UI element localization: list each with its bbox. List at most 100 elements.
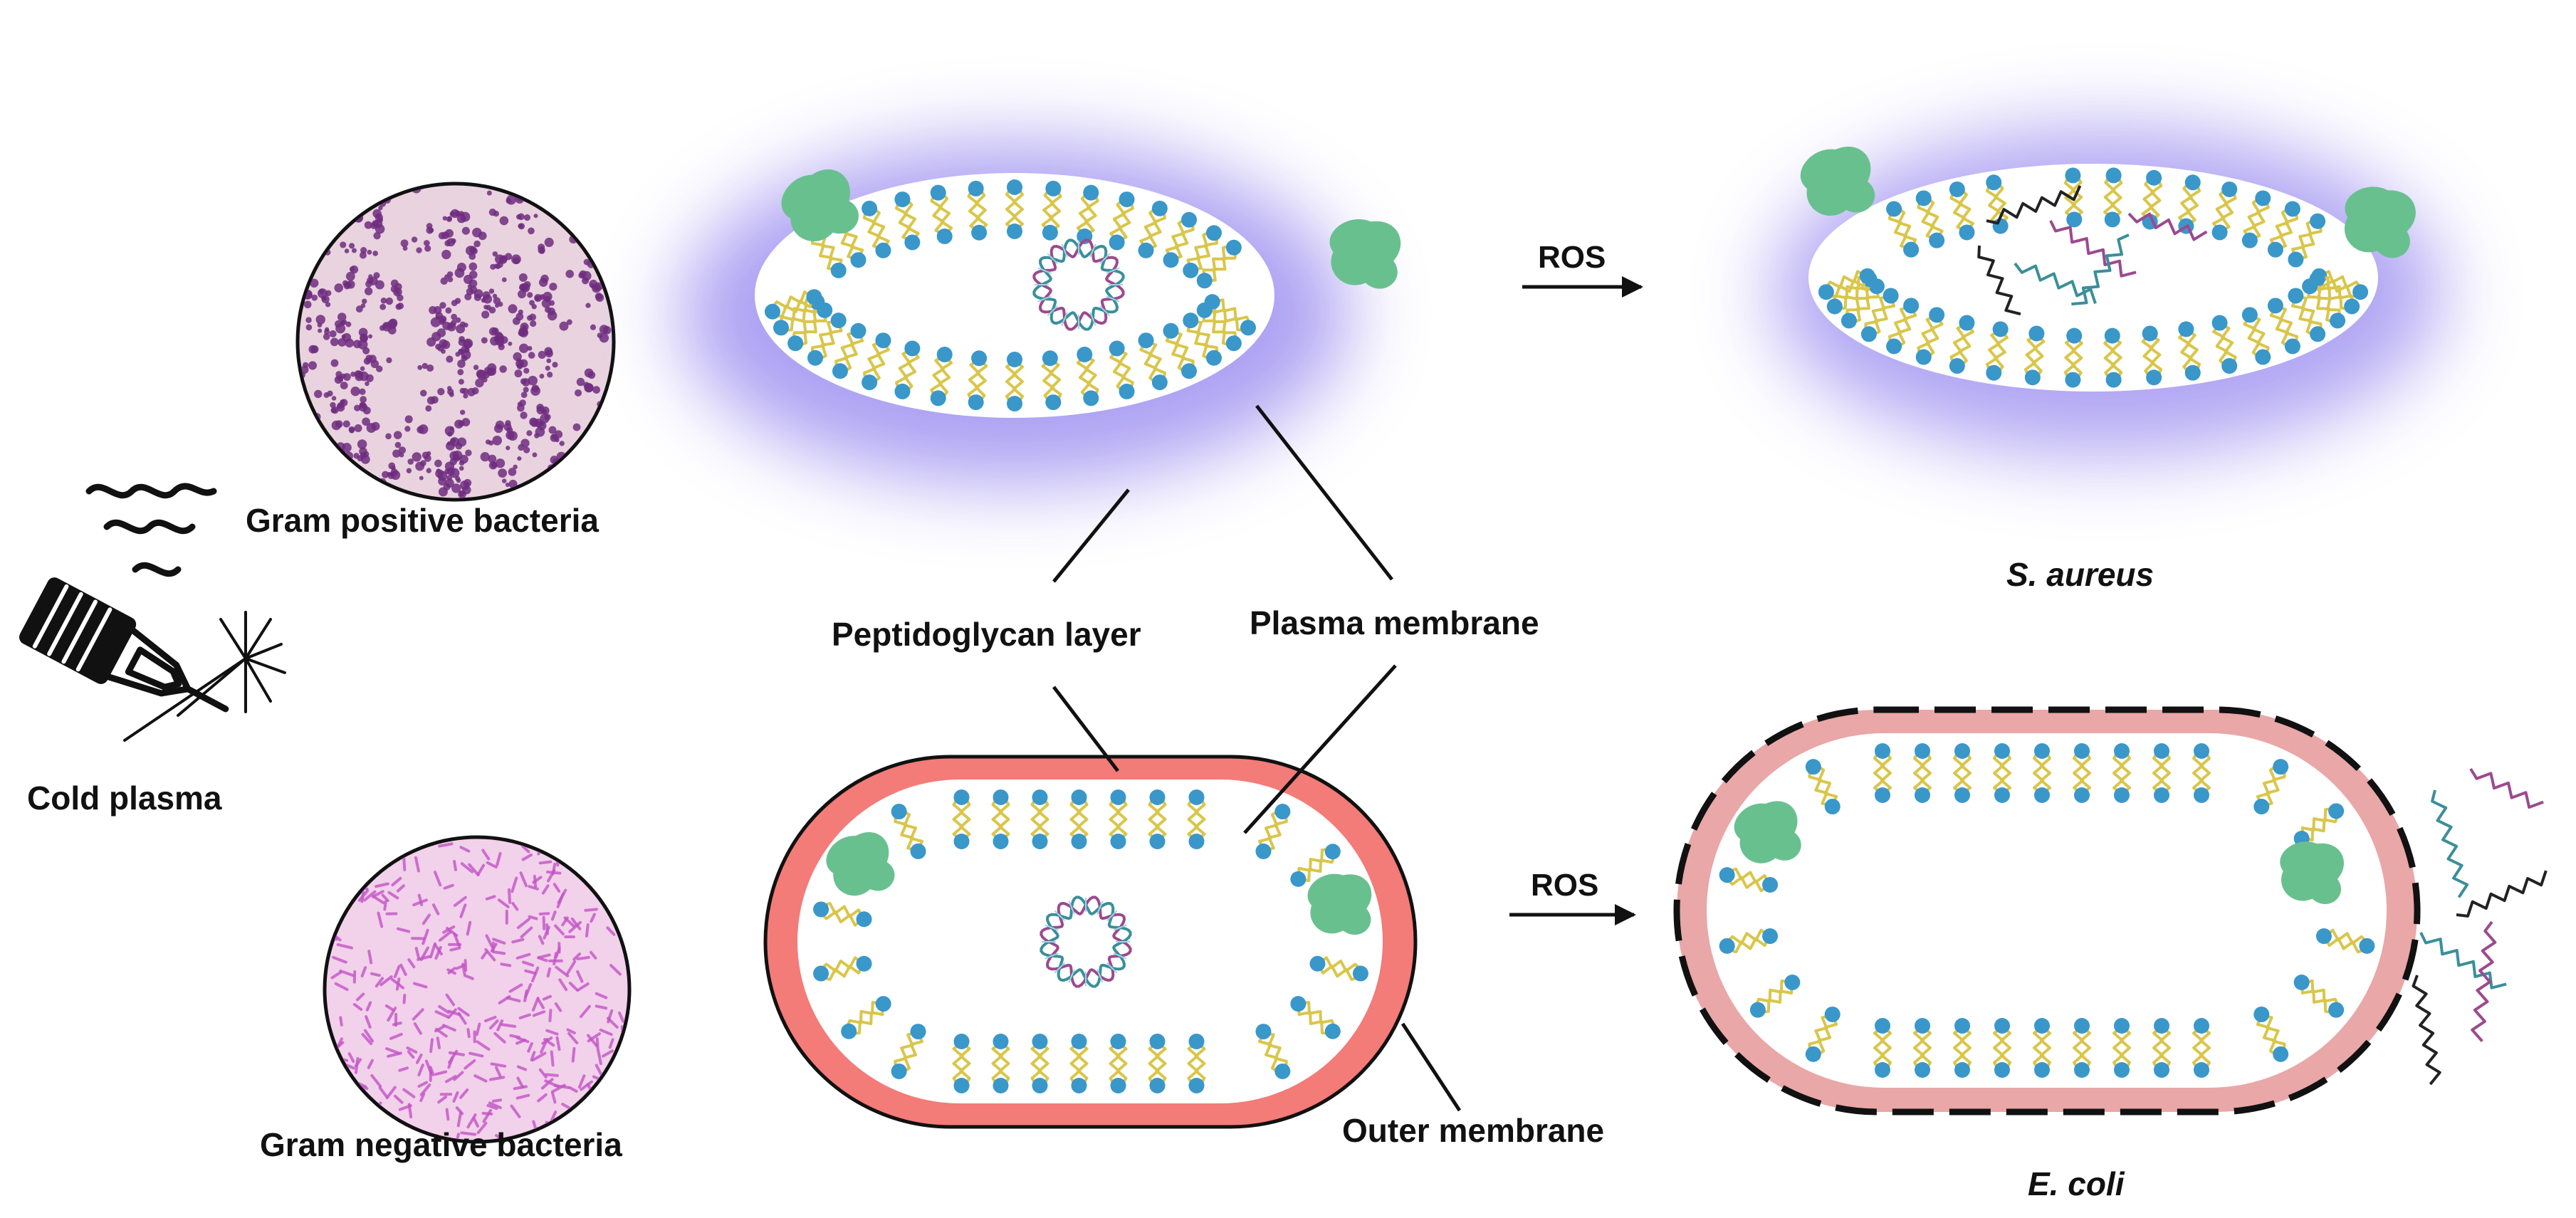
phospholipid [967,350,988,411]
phospholipid [1069,1034,1089,1093]
phospholipid [1949,181,1975,241]
gram-negative-cell [763,755,1418,1129]
dna-ring-icon [1040,896,1132,988]
phospholipid [813,901,872,928]
e-coli-label: E. coli [2028,1165,2125,1202]
plasma-membrane-label: Plasma membrane [1250,604,1539,641]
phospholipid [807,313,847,366]
dna-fragment [2456,870,2548,918]
peptidoglycan-leader-bottom [1052,686,1119,772]
phospholipid [764,289,822,320]
gram-negative-label: Gram negative bacteria [260,1126,622,1163]
phospholipid [1163,322,1198,379]
phospholipid [1041,180,1062,241]
phospholipid [1873,743,1892,803]
phospholipid [862,332,891,391]
phospholipid [952,789,971,849]
phospholipid [1915,190,1945,248]
damaged-membrane-lipids [1800,147,2416,388]
phospholipid [1949,315,1975,374]
dna-fragment [2419,932,2507,989]
membrane-protein [1800,147,1875,216]
phospholipid [1183,313,1222,366]
phospholipid [2293,975,2345,1018]
peptidoglycan-layer-label: Peptidoglycan layer [832,616,1141,653]
phospholipid [841,996,891,1039]
phospholipid [1255,1024,1291,1079]
phospholipid [1953,743,1972,803]
phospholipid [1109,789,1128,849]
cell-interior [755,173,1274,418]
phospholipid [1719,867,1779,893]
outer-membrane-leader [1400,1022,1462,1112]
phospholipid [2241,307,2271,365]
membrane-protein [1734,801,1801,863]
phospholipid [2112,1018,2131,1078]
membrane-protein [781,169,859,241]
phospholipid [1109,1034,1128,1093]
leader-lines [1052,404,1462,1112]
ros-label-bottom: ROS [1531,868,1599,903]
phospholipid [2141,325,2163,386]
phospholipid [1005,352,1024,411]
phospholipid [1041,350,1062,411]
damaged-gram-negative-cell [1673,706,2421,1115]
phospholipid [1953,1018,1972,1078]
phospholipid [2073,743,2091,803]
dna-fragment [2071,233,2130,306]
phospholipid [2267,298,2300,355]
membrane-protein [826,832,895,896]
membrane-protein [1307,873,1372,935]
outer-membrane-label: Outer membrane [1342,1112,1605,1149]
gram-positive-micrograph [295,182,616,502]
phospholipid [1290,996,1341,1039]
phospholipid [1913,1018,1932,1078]
cell-interior [797,779,1383,1103]
phospholipid [1290,844,1341,887]
gram-negative-micrograph [323,835,632,1144]
phospholipid [891,804,926,859]
phospholipid [1873,1018,1892,1078]
phospholipid [930,346,953,406]
cold-plasma-label: Cold plasma [27,779,222,817]
phospholipid [967,180,988,241]
phospholipid [2073,1018,2091,1078]
phospholipid [813,955,872,982]
phospholipid [2033,743,2051,803]
phospholipid [1148,789,1167,849]
membrane-protein [2280,841,2345,904]
phospholipid [1030,789,1049,849]
phospholipid [1915,307,1945,365]
phospholipid [1993,1018,2011,1078]
phospholipid [1069,789,1089,849]
damaged-outer-membrane [1673,706,2421,1115]
phospholipid [2063,327,2083,388]
phospholipid [2288,213,2326,268]
phospholipid [2253,1006,2289,1062]
phospholipid [1138,200,1168,258]
dna-fragment [2431,789,2469,898]
phospholipid [2063,167,2083,228]
phospholipid [1148,1034,1167,1093]
phospholipid [2023,325,2046,386]
phospholipid [1187,789,1206,849]
phospholipid [1818,268,1875,300]
dna-fragment [2049,220,2137,278]
phospholipid [991,1034,1010,1093]
phospholipid [991,789,1010,849]
phospholipid [1719,928,1779,954]
phospholipid [2241,190,2271,248]
phospholipid [894,340,921,399]
phospholipid [1886,298,1920,355]
phospholipid [2192,743,2211,803]
phospholipid [2033,1018,2051,1078]
gram-positive-cell [680,142,1401,484]
phospholipid [1805,1006,1841,1062]
dna-fragment [2469,767,2544,809]
s-aureus-label: S. aureus [2006,556,2154,593]
phospholipid [1109,191,1135,251]
membrane-protein [1329,219,1401,289]
phospholipid [952,1034,971,1093]
phospholipid [1005,179,1024,239]
